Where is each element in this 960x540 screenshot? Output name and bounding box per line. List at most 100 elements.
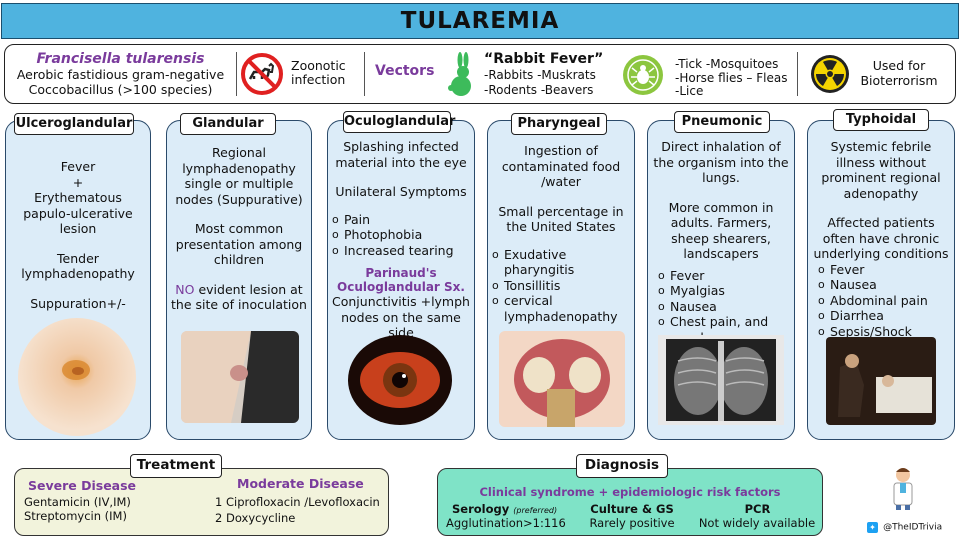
vectors-label: Vectors [375, 63, 435, 79]
insect-line-3: -Lice [675, 84, 704, 98]
tab-ulceroglandular: Ulceroglandular [14, 113, 134, 135]
severe-drug-1: Gentamicin (IV,IM) [24, 495, 131, 509]
serology-label: Serology (preferred) [452, 502, 558, 516]
organism-block: Francisella tularensis Aerobic fastidiou… [8, 51, 233, 98]
sick-patient-painting [826, 337, 936, 425]
pneumonic-list: Fever Myalgias Nausea Chest pain, and co… [652, 268, 790, 346]
moderate-drug-1: 1 Ciprofloxacin /Levofloxacin [215, 495, 380, 509]
pneumonic-card: Direct inhalation of the organism into t… [647, 120, 795, 440]
list-item: Nausea [658, 299, 790, 315]
tab-typhoidal: Typhoidal [833, 109, 929, 131]
glandular-line: Most common presentation among children [175, 221, 303, 267]
tab-oculoglandular: Oculoglandular [343, 111, 455, 133]
no-animals-icon [241, 53, 283, 95]
list-item: Photophobia [332, 227, 470, 243]
social-handle: ✦ @TheIDTrivia [867, 517, 942, 536]
divider [364, 52, 365, 96]
insect-line-1: -Tick -Mosquitoes [675, 57, 779, 71]
list-item: Nausea [818, 277, 950, 293]
organism-desc-1: Aerobic fastidious gram-negative [16, 67, 225, 82]
pharyngeal-list: Exudative pharyngitis Tonsillitis cervic… [492, 247, 630, 325]
pharyngeal-card: Ingestion of contaminated food /water Sm… [487, 120, 635, 440]
page-title: TULAREMIA [1, 3, 959, 39]
treatment-label: Treatment [130, 454, 222, 478]
organism-name: Francisella tularensis [36, 51, 205, 67]
moderate-drug-2: 2 Doxycycline [215, 511, 296, 525]
glandular-line: Regional lymphadenopathy single or multi… [175, 145, 303, 207]
tab-pneumonic: Pneumonic [674, 111, 770, 133]
radiation-icon [811, 55, 849, 93]
throat-photo [499, 331, 625, 427]
oculo-list: Pain Photophobia Increased tearing [332, 212, 470, 259]
culture-note: Rarely positive [589, 516, 675, 530]
agglutination-value: Agglutination>1:116 [446, 516, 566, 530]
pcr-note: Not widely available [698, 516, 816, 530]
moderate-label: Moderate Disease [237, 476, 364, 491]
tab-pharyngeal: Pharyngeal [511, 113, 607, 135]
animal-vectors: “Rabbit Fever” -Rabbits -Muskrats -Roden… [484, 51, 604, 97]
skin-lesion-photo [18, 318, 136, 436]
list-item: Myalgias [658, 283, 790, 299]
culture-label: Culture & GS [590, 502, 674, 516]
treatment-box [14, 468, 389, 536]
ulceroglandular-card: Fever + Erythematous papulo-ulcerative l… [5, 120, 151, 440]
oculo-text: Splashing infected material into the eye… [332, 139, 470, 341]
list-item: cervical lymphadenopathy [492, 293, 630, 324]
diagnosis-label: Diagnosis [576, 454, 668, 478]
doctor-icon [893, 468, 913, 510]
list-item: Fever [818, 262, 950, 278]
list-item: Pain [332, 212, 470, 228]
ulcero-line: Tender lymphadenopathy [21, 250, 135, 282]
clinical-label: Clinical syndrome + epidemiologic risk f… [479, 485, 781, 499]
rabbit-fever-label: “Rabbit Fever” [484, 51, 604, 67]
insect-line-2: -Horse flies – Fleas [675, 70, 788, 85]
list-item: Exudative pharyngitis [492, 247, 630, 278]
animal-line-1: -Rabbits -Muskrats [484, 68, 596, 82]
parinaud-label: Parinaud's Oculoglandular Sx. [337, 266, 465, 294]
rabbit-icon [448, 52, 471, 96]
glandular-line: NO evident lesion at the site of inocula… [171, 281, 307, 313]
handle-text: @TheIDTrivia [883, 522, 943, 533]
oculo-line: Conjunctivitis +lymph nodes on the same … [332, 294, 470, 340]
ulcero-line: Erythematous papulo-ulcerative lesion [23, 190, 133, 236]
pneumonic-text: Direct inhalation of the organism into t… [652, 139, 790, 345]
animal-line-2: -Rodents -Beavers [484, 82, 594, 97]
divider [236, 52, 237, 96]
tick-icon [623, 55, 663, 95]
list-item: Tonsillitis [492, 278, 630, 294]
list-item: Fever [658, 268, 790, 284]
severe-label: Severe Disease [28, 478, 137, 493]
glandular-card: Regional lymphadenopathy single or multi… [166, 120, 312, 440]
ulcero-line: Fever [60, 159, 96, 174]
ulcero-text: Fever + Erythematous papulo-ulcerative l… [10, 159, 146, 311]
oculoglandular-card: Splashing infected material into the eye… [327, 120, 475, 440]
pneumonic-line: Direct inhalation of the organism into t… [653, 139, 789, 185]
list-item: Increased tearing [332, 243, 470, 259]
organism-desc-2: Coccobacillus (>100 species) [28, 82, 213, 97]
insect-vectors: -Tick -Mosquitoes -Horse flies – Fleas -… [675, 57, 790, 99]
divider [797, 52, 798, 96]
oculo-line: Splashing infected material into the eye [335, 139, 467, 170]
diagnosis-box [437, 468, 823, 536]
eye-photo [348, 335, 452, 425]
chest-xray-photo [658, 335, 784, 425]
no-emphasis: NO [175, 281, 195, 297]
pharyngeal-line: Small percentage in the United States [498, 203, 624, 235]
list-item: Diarrhea [818, 308, 950, 324]
pharyngeal-text: Ingestion of contaminated food /water Sm… [492, 143, 630, 324]
glandular-text: Regional lymphadenopathy single or multi… [171, 145, 307, 313]
typhoidal-text: Systemic febrile illness without promine… [812, 139, 950, 339]
severe-drug-2: Streptomycin (IM) [24, 509, 127, 523]
ulcero-line: + [72, 174, 84, 190]
pcr-label: PCR [744, 502, 771, 516]
oculo-line: Unilateral Symptoms [335, 184, 467, 199]
twitter-icon: ✦ [867, 522, 878, 533]
typhoidal-line: Systemic febrile illness without promine… [821, 139, 941, 201]
neck-node-photo [181, 331, 299, 423]
pneumonic-line: More common in adults. Farmers, sheep sh… [668, 199, 774, 262]
zoonotic-label: Zoonotic infection [291, 58, 346, 87]
bioterror-label: Used for Bioterrorism [860, 58, 938, 88]
pharyngeal-line: Ingestion of contaminated food /water [501, 143, 621, 189]
typhoidal-line: Affected patients often have chronic und… [813, 215, 949, 261]
list-item: Sepsis/Shock [818, 324, 950, 340]
